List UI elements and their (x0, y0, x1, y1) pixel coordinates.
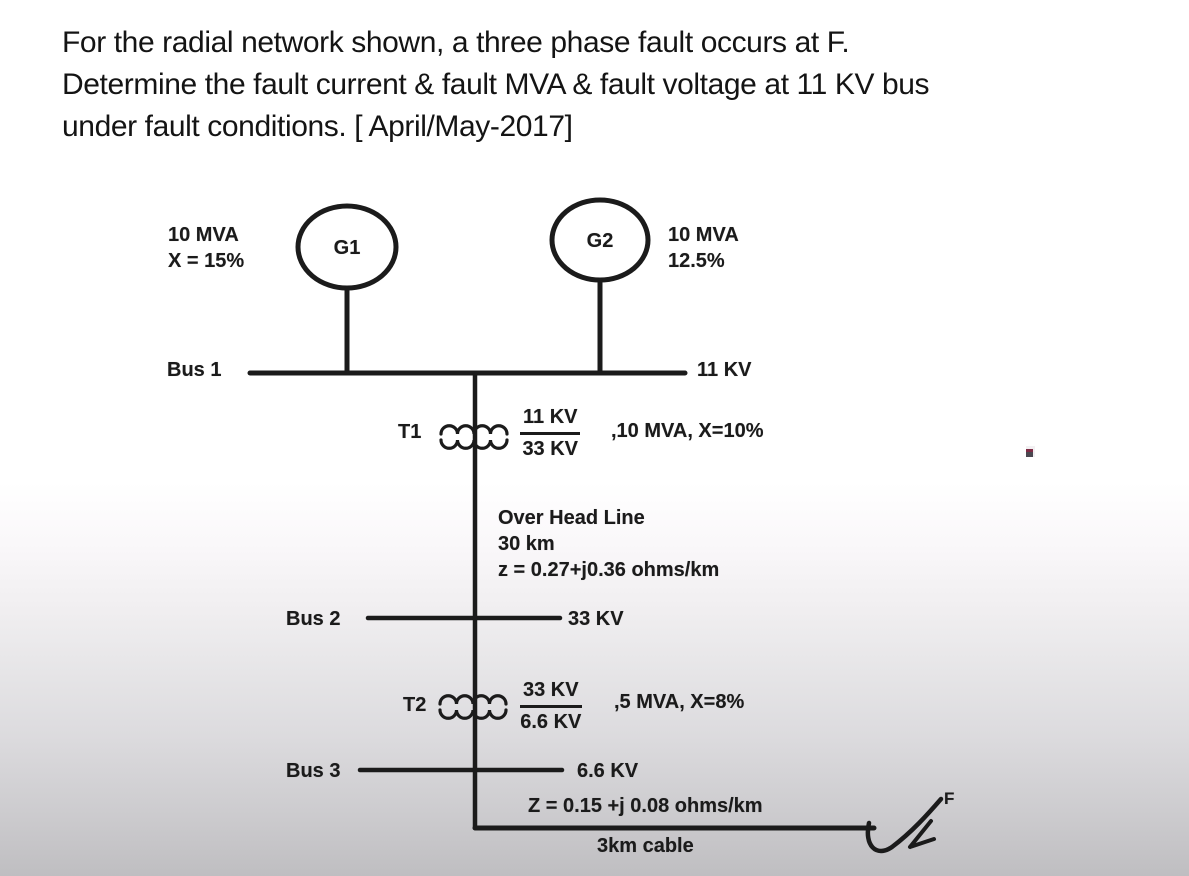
t2-label: T2 (403, 694, 427, 716)
bus1-label: Bus 1 (167, 359, 222, 381)
t2-rating: ,5 MVA, X=8% (614, 691, 745, 713)
problem-statement: For the radial network shown, a three ph… (62, 22, 1162, 148)
g1-rating-reactance: X = 15% (168, 250, 245, 272)
t2-ratio-secondary: 6.6 KV (520, 711, 582, 733)
bus3-label: Bus 3 (286, 760, 341, 782)
problem-line-3: under fault conditions. [ April/May-2017… (62, 110, 573, 143)
t1-ratio: 11 KV 33 KV (520, 404, 581, 462)
g2-rating: 10 MVA 12.5% (668, 222, 739, 274)
bus1-voltage: 11 KV (697, 359, 752, 381)
g2-id: G2 (586, 230, 614, 252)
overhead-line-name: Over Head Line (498, 507, 645, 529)
cable-impedance: Z = 0.15 +j 0.08 ohms/km (528, 795, 763, 817)
transformer-t2-symbol (438, 694, 508, 720)
overhead-line-impedance: z = 0.27+j0.36 ohms/km (498, 559, 720, 581)
t1-rating: ,10 MVA, X=10% (611, 420, 764, 442)
fault-arrowhead (908, 819, 936, 849)
fault-arrow (865, 796, 944, 854)
fault-label: F (944, 789, 955, 808)
g1-id: G1 (333, 237, 361, 259)
bus2-voltage: 33 KV (568, 608, 624, 630)
t2-ratio: 33 KV 6.6 KV (520, 677, 582, 735)
t1-ratio-secondary: 33 KV (522, 438, 579, 460)
t2-ratio-primary: 33 KV (520, 677, 582, 708)
g2-rating-mva: 10 MVA (668, 224, 739, 246)
t1-label: T1 (398, 421, 422, 443)
problem-line-1: For the radial network shown, a three ph… (62, 26, 850, 59)
artifact-mark (1026, 446, 1035, 457)
problem-line-2: Determine the fault current & fault MVA … (62, 68, 930, 101)
g1-rating-mva: 10 MVA (168, 224, 239, 246)
t1-ratio-primary: 11 KV (520, 404, 581, 435)
overhead-line-length: 30 km (498, 533, 555, 555)
cable-length: 3km cable (597, 835, 694, 857)
bus2-label: Bus 2 (286, 608, 341, 630)
bus3-voltage: 6.6 KV (577, 760, 639, 782)
overhead-line-specs: Over Head Line 30 km z = 0.27+j0.36 ohms… (498, 505, 719, 583)
g2-rating-reactance: 12.5% (668, 250, 725, 272)
g1-rating: 10 MVA X = 15% (168, 222, 244, 274)
transformer-t1-symbol (439, 424, 509, 450)
